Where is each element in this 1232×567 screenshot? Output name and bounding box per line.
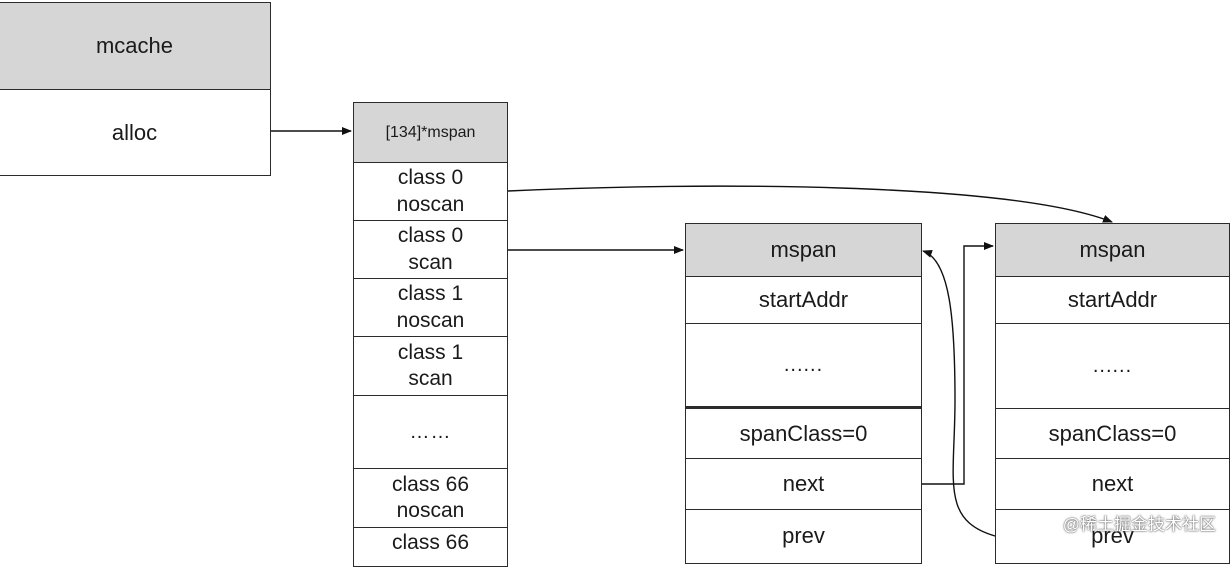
connector-arrows <box>271 127 1113 537</box>
row-sublabel: noscan <box>396 499 465 522</box>
mcache-title: mcache <box>0 2 271 90</box>
row-label: class 1 <box>397 340 464 364</box>
mspan-b-spanclass: spanClass=0 <box>995 408 1230 459</box>
row-sublabel: noscan <box>396 192 465 216</box>
mspan-a-ellipsis: ...... <box>685 323 922 409</box>
row-sublabel: scan <box>408 250 453 274</box>
arrow-prev-b-to-mspan-a <box>922 250 996 537</box>
watermark-text: @稀土掘金技术社区 <box>1062 515 1216 534</box>
span-array-row-class0-noscan: class 0 noscan <box>353 162 508 221</box>
row-label: class 1 <box>397 282 464 306</box>
arrow-class0-noscan-to-mspan-b <box>507 185 1113 223</box>
mspan-a-startaddr: startAddr <box>685 276 922 324</box>
span-array-row-class0-scan: class 0 scan <box>353 220 508 279</box>
mspan-a-next: next <box>685 458 922 510</box>
mcache-alloc-field: alloc <box>0 89 271 176</box>
ellipsis-label: …… <box>409 420 452 443</box>
mspan-b-next: next <box>995 458 1230 510</box>
span-array-row-class66-noscan: class 66 noscan <box>353 468 508 528</box>
arrow-next-a-to-mspan-b <box>922 242 994 485</box>
row-sublabel: scan <box>408 367 453 390</box>
row-label: class 0 <box>397 166 464 190</box>
mspan-a-title: mspan <box>685 223 922 277</box>
row-sublabel: noscan <box>396 308 465 332</box>
mspan-b-startaddr: startAddr <box>995 276 1230 324</box>
span-array-row-class1-noscan: class 1 noscan <box>353 278 508 337</box>
span-array-header: [134]*mspan <box>353 102 508 163</box>
row-label: class 0 <box>397 224 464 248</box>
mspan-b-title: mspan <box>995 223 1230 277</box>
span-array-row-ellipsis: …… <box>353 395 508 469</box>
row-label: class 66 <box>391 472 470 496</box>
row-label: class 66 <box>391 531 470 554</box>
